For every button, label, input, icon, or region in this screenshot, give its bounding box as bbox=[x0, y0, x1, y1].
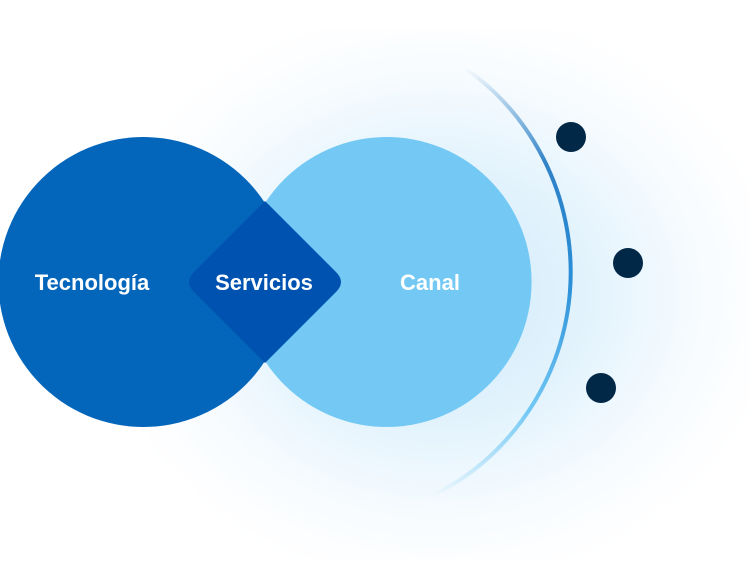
servicios-label: Servicios bbox=[215, 270, 313, 295]
orbit-dot bbox=[556, 122, 586, 152]
servicios-shape bbox=[189, 201, 341, 363]
canal-shape bbox=[191, 137, 532, 428]
canal-label: Canal bbox=[400, 270, 460, 295]
orbit-arc bbox=[428, 66, 573, 499]
orbit-dot bbox=[613, 248, 643, 278]
orbit-dot bbox=[586, 373, 616, 403]
tecnologia-label: Tecnología bbox=[34, 270, 150, 295]
tecnologia-shape bbox=[0, 137, 339, 427]
